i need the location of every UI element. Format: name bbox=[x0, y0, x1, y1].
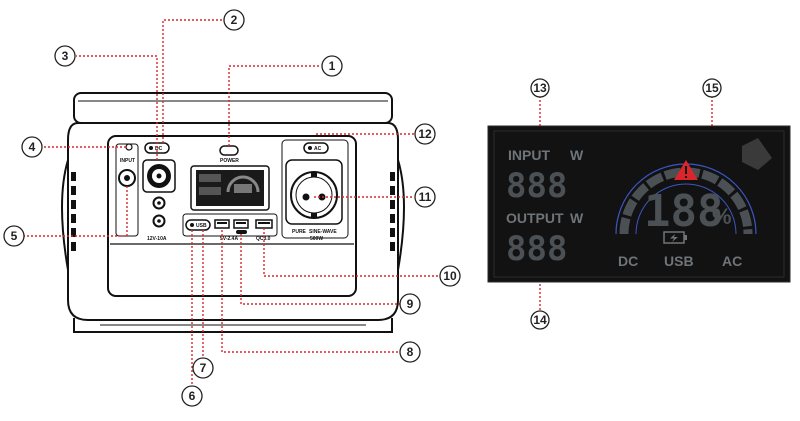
callout-3: 3 bbox=[54, 45, 76, 67]
svg-text:6: 6 bbox=[189, 389, 196, 403]
leader-10 bbox=[263, 228, 440, 277]
callout-9: 9 bbox=[399, 293, 421, 315]
usb-button-label: USB bbox=[196, 223, 207, 229]
device-feet bbox=[73, 318, 393, 333]
input-port-label: INPUT bbox=[120, 158, 135, 164]
leader-3 bbox=[76, 55, 158, 160]
lcd-input-digits: 888 bbox=[506, 166, 567, 206]
svg-text:1: 1 bbox=[329, 59, 336, 73]
callout-5: 5 bbox=[3, 225, 25, 247]
callout-12: 12 bbox=[414, 123, 436, 145]
qc-spec-label: QC3.0 bbox=[256, 236, 271, 242]
dc-button-label: DC bbox=[155, 146, 163, 152]
svg-text:9: 9 bbox=[407, 297, 414, 311]
leader-2 bbox=[162, 19, 228, 143]
ac-button[interactable] bbox=[303, 142, 329, 154]
lcd-percent-digits: 188 bbox=[644, 186, 723, 237]
lcd-output-label: OUTPUT bbox=[506, 210, 564, 226]
leader-9 bbox=[240, 234, 400, 305]
callout-8: 8 bbox=[399, 341, 421, 363]
device-handle bbox=[73, 92, 393, 124]
lcd-output-unit: W bbox=[570, 210, 584, 226]
callout-1: 1 bbox=[321, 55, 343, 77]
callout-13: 13 bbox=[530, 78, 550, 98]
ac-button-label: AC bbox=[314, 146, 322, 152]
power-button-label: POWER bbox=[220, 158, 239, 164]
leader-1 bbox=[228, 65, 320, 146]
svg-text:7: 7 bbox=[200, 361, 207, 375]
svg-text:12: 12 bbox=[418, 127, 432, 141]
callout-10: 10 bbox=[439, 265, 461, 287]
svg-text:15: 15 bbox=[705, 81, 719, 95]
svg-text:13: 13 bbox=[533, 81, 547, 95]
warning-triangle-icon bbox=[674, 160, 698, 180]
svg-text:3: 3 bbox=[62, 49, 69, 63]
pure-label: PURE bbox=[292, 229, 307, 235]
lcd-output-digits: 888 bbox=[506, 229, 567, 269]
svg-text:14: 14 bbox=[533, 313, 547, 327]
right-side-grip bbox=[390, 159, 405, 271]
svg-text:10: 10 bbox=[443, 269, 457, 283]
callout-2: 2 bbox=[223, 9, 245, 31]
usb-spec-label: 5V-2.4A bbox=[220, 236, 238, 242]
lcd-input-unit: W bbox=[570, 147, 584, 163]
usb-button[interactable] bbox=[185, 219, 211, 231]
callout-15: 15 bbox=[702, 78, 722, 98]
power-station-device: INPUT DC 12V-10A POWER USB bbox=[61, 92, 405, 333]
callout-11: 11 bbox=[414, 186, 436, 208]
lcd-dc-label: DC bbox=[618, 253, 638, 269]
usb-c-port bbox=[236, 230, 247, 234]
lcd-input-label: INPUT bbox=[508, 147, 550, 163]
battery-charging-icon bbox=[663, 231, 687, 244]
svg-text:2: 2 bbox=[231, 13, 238, 27]
svg-text:11: 11 bbox=[419, 190, 432, 204]
input-led bbox=[125, 143, 133, 151]
svg-text:8: 8 bbox=[407, 345, 414, 359]
ac-spec-label: 500W bbox=[310, 236, 323, 242]
ac-outlet bbox=[290, 171, 338, 219]
power-button[interactable] bbox=[219, 145, 239, 156]
sine-wave-label: SINE-WAVE bbox=[309, 229, 337, 235]
svg-text:5: 5 bbox=[11, 229, 18, 243]
callout-leaders bbox=[22, 19, 713, 386]
lcd-ac-label: AC bbox=[722, 253, 742, 269]
callout-4: 4 bbox=[21, 136, 43, 158]
leader-5 bbox=[22, 186, 128, 237]
lcd-corner-shape bbox=[742, 138, 772, 170]
leader-8 bbox=[221, 230, 400, 353]
lcd-percent-sign: % bbox=[712, 204, 732, 229]
lcd-display: INPUT W 888 OUTPUT W 888 188 % bbox=[487, 125, 791, 283]
dc-spec-label: 12V-10A bbox=[147, 236, 167, 242]
left-side-grip bbox=[61, 159, 76, 271]
callout-14: 14 bbox=[530, 310, 550, 330]
callout-6: 6 bbox=[181, 385, 203, 407]
callout-7: 7 bbox=[192, 357, 214, 379]
callout-markers: 1 2 3 4 5 6 7 8 9 10 11 12 13 14 15 bbox=[3, 9, 722, 407]
svg-text:4: 4 bbox=[29, 140, 36, 154]
lcd-usb-label: USB bbox=[664, 253, 694, 269]
